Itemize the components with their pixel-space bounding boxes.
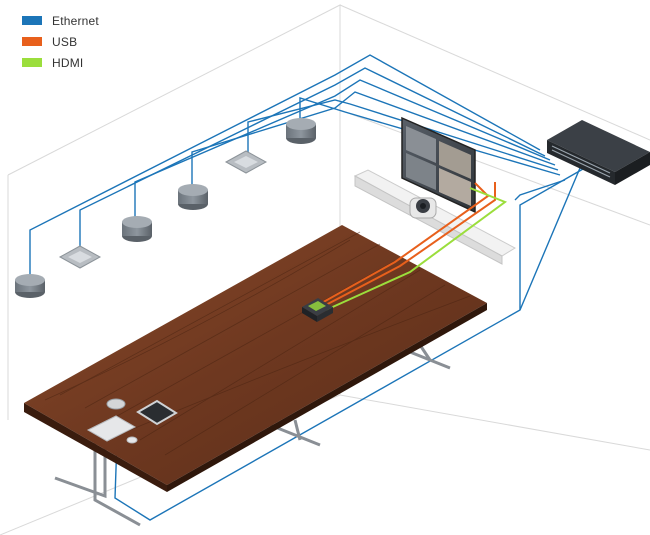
- ceiling-microphone-icon: [286, 118, 316, 144]
- table-right-edge: [167, 303, 487, 492]
- floor-right-line: [339, 394, 650, 451]
- legend-item-usb: USB: [22, 31, 99, 52]
- right-ceiling-line: [339, 109, 650, 226]
- table-connectivity-box-icon: [302, 298, 333, 322]
- legend-item-ethernet: Ethernet: [22, 10, 99, 31]
- legend-swatch-ethernet: [22, 16, 42, 25]
- keyboard-icon: [86, 415, 137, 442]
- legend: Ethernet USB HDMI: [22, 10, 99, 73]
- ethernet-cable-1: [29, 54, 541, 278]
- ptz-camera-icon: [409, 197, 437, 219]
- mouse-icon: [126, 436, 138, 444]
- ceiling-microphone-icon: [122, 216, 152, 242]
- ethernet-cable-2: [79, 67, 546, 252]
- conference-table: [24, 225, 487, 527]
- ceiling-microphone-icon: [15, 274, 45, 298]
- legend-item-hdmi: HDMI: [22, 52, 99, 73]
- display-group: [401, 116, 476, 214]
- touch-panel-icon: [136, 399, 178, 426]
- legend-swatch-usb: [22, 37, 42, 46]
- display-tile-2: [439, 141, 471, 179]
- display-tile-1: [406, 126, 436, 163]
- ethernet-cable-3: [134, 79, 551, 220]
- legend-label-hdmi: HDMI: [52, 55, 84, 70]
- display-tile-4: [439, 168, 471, 206]
- legend-swatch-hdmi: [22, 58, 42, 67]
- legend-label-ethernet: Ethernet: [52, 13, 99, 28]
- ceiling-speaker-icon: [58, 245, 102, 269]
- ethernet-cable-wall-drop: [519, 164, 591, 310]
- right-wall-line: [339, 4, 650, 141]
- table-legs: [54, 344, 451, 527]
- display-tile-3: [406, 153, 436, 190]
- usb-cable-2: [321, 182, 496, 308]
- table-microphone-icon: [106, 398, 126, 410]
- legend-label-usb: USB: [52, 34, 78, 49]
- usb-cable: [317, 182, 490, 306]
- network-switch-icon: [547, 120, 650, 185]
- table-front-edge: [24, 403, 167, 492]
- ceiling-speaker-icon: [224, 150, 268, 174]
- av-cables: [317, 182, 508, 311]
- ethernet-cable-soundbar: [514, 179, 566, 201]
- ceiling-microphone-icon: [178, 184, 208, 210]
- hdmi-cable: [325, 187, 508, 311]
- ethernet-cable-4: [191, 91, 556, 190]
- ethernet-cable-table-floor: [114, 167, 581, 521]
- wood-grain: [44, 231, 471, 456]
